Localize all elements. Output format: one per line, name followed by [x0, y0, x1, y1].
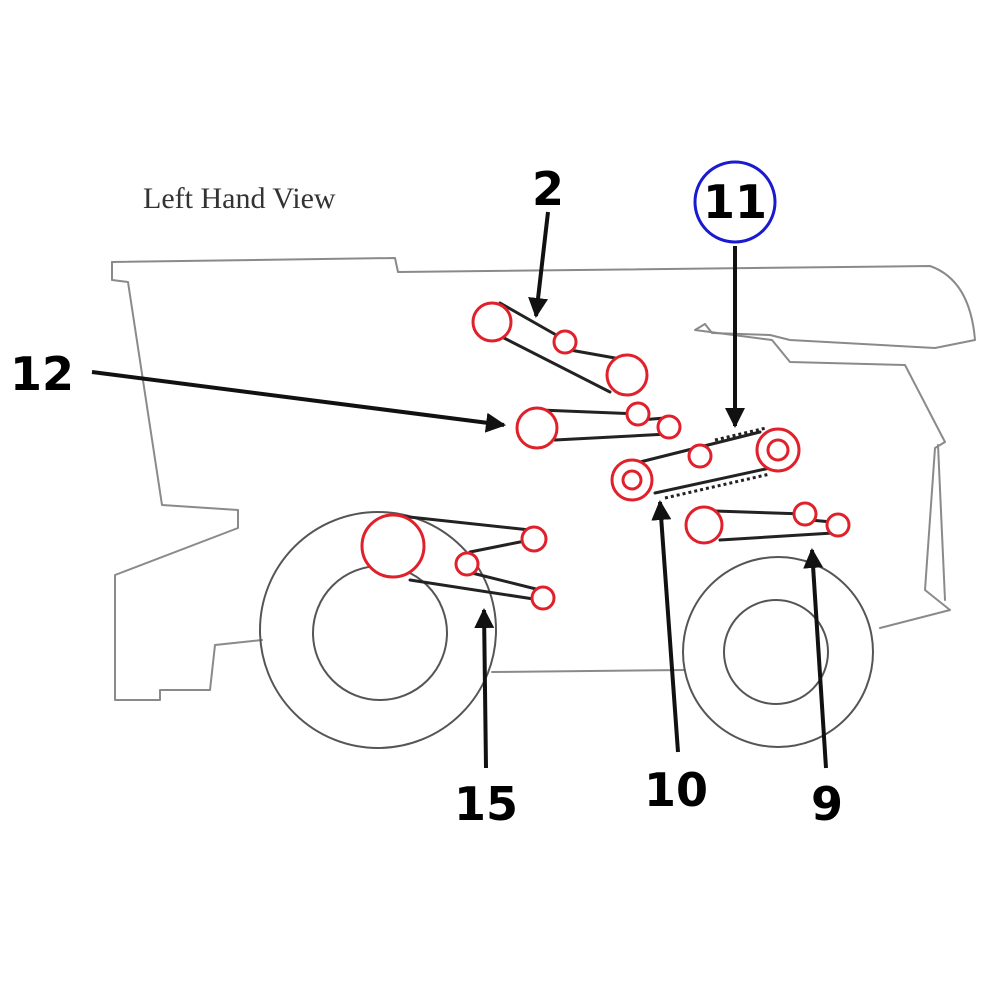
rear-wheel [682, 556, 874, 748]
belt-line [713, 509, 807, 516]
arrow-9 [803, 548, 828, 769]
arrow-10 [651, 500, 680, 753]
callout-2: 2 [532, 162, 564, 216]
belt-line [398, 514, 532, 532]
belt-line [718, 531, 835, 542]
pulley [792, 501, 818, 527]
pulley [530, 585, 556, 611]
callout-11-highlight-circle [693, 160, 777, 244]
chute-outline [937, 444, 946, 601]
front-tire [259, 511, 497, 749]
view-title: Left Hand View [143, 182, 336, 215]
arrow-2 [528, 211, 550, 318]
pulley [552, 329, 578, 355]
rear-tire [682, 556, 874, 748]
pulley [687, 443, 713, 469]
body-outline [111, 261, 263, 701]
belt-drive-15 [360, 513, 556, 611]
belt-line [538, 408, 640, 416]
callout-10: 10 [644, 763, 708, 817]
belt-line [502, 336, 612, 394]
belt-line [568, 348, 617, 360]
pulley [515, 406, 559, 450]
pulley [656, 414, 682, 440]
roof-outline [111, 257, 976, 349]
belt-line [408, 578, 542, 602]
callout-15: 15 [454, 777, 518, 831]
belt-line [468, 538, 532, 554]
belt-line [553, 432, 670, 442]
pulley [520, 525, 548, 553]
pulley [825, 512, 851, 538]
belt-drive-12 [515, 401, 682, 450]
callout-9: 9 [811, 777, 843, 831]
belt-line [653, 466, 772, 495]
belt-line-dotted [714, 426, 767, 442]
arrow-15 [474, 608, 495, 769]
front-rim [312, 565, 448, 701]
arrow-12 [91, 370, 506, 433]
belt-drive-9 [684, 501, 851, 545]
pulley [684, 505, 724, 545]
belt-drive-11 [610, 426, 801, 502]
callout-12: 12 [10, 347, 74, 401]
pulley-hub [766, 438, 790, 462]
machine-outline [111, 257, 976, 701]
pulley [454, 551, 480, 577]
belt-line [498, 301, 567, 342]
callout-11: 11 [703, 175, 767, 229]
pulley [471, 301, 513, 343]
pulley-hub [621, 469, 643, 491]
belt-drive-2 [471, 301, 649, 397]
pulley [605, 353, 649, 397]
bottom-outline [491, 669, 686, 673]
pulley [360, 513, 426, 579]
pulley [625, 401, 651, 427]
rear-rim [723, 599, 829, 705]
belt-line [470, 571, 542, 592]
